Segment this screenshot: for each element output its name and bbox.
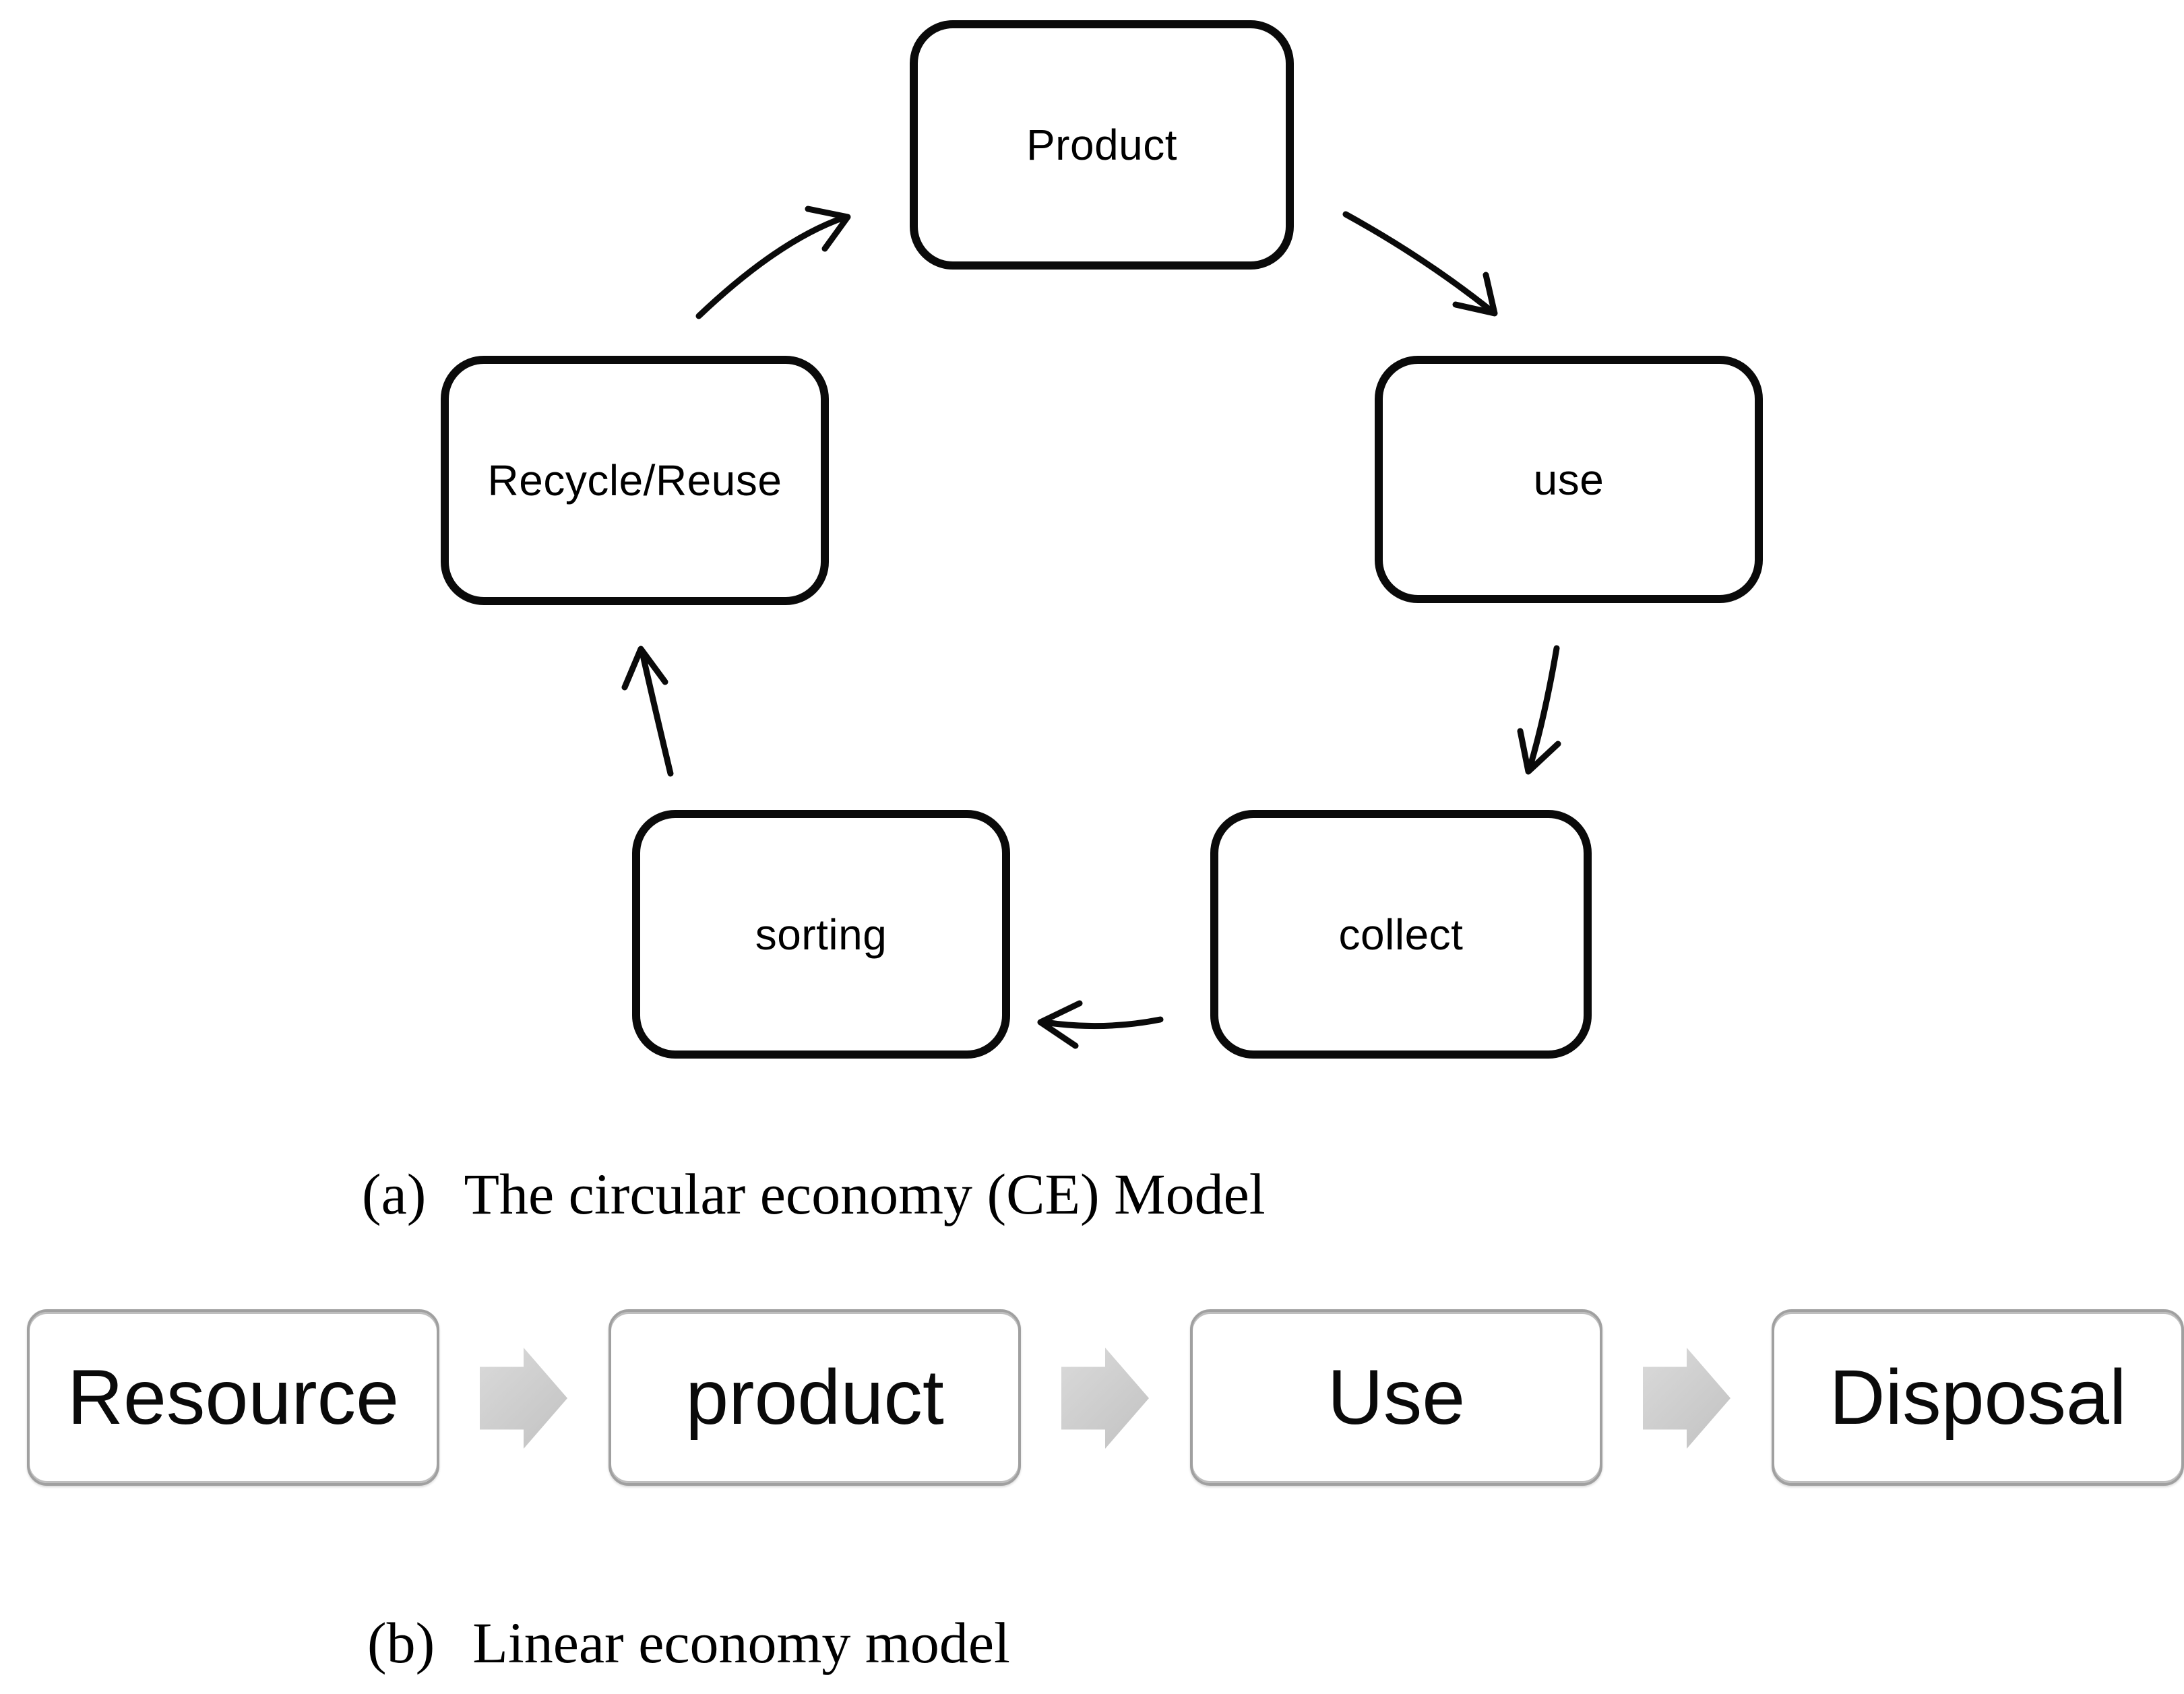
right-block-arrow-icon <box>1061 1348 1149 1449</box>
node-sorting-label: sorting <box>755 910 887 959</box>
node-use-label: use <box>1533 455 1604 504</box>
step-product-label: product <box>685 1354 944 1441</box>
arrow-use-to-collect-icon <box>1517 645 1561 775</box>
caption-b-index: (b) <box>367 1610 435 1675</box>
node-recycle-reuse: Recycle/Reuse <box>441 356 829 605</box>
caption-panel-a: (a) The circular economy (CE) Model <box>362 1160 1266 1228</box>
node-product-label: Product <box>1026 121 1178 169</box>
arrow-product-to-use-icon <box>1342 211 1498 317</box>
caption-panel-b: (b) Linear economy model <box>367 1609 1010 1676</box>
step-disposal-label: Disposal <box>1829 1354 2127 1441</box>
node-collect-label: collect <box>1338 910 1464 959</box>
step-use: Use <box>1190 1309 1602 1486</box>
step-resource: Resource <box>27 1309 439 1486</box>
right-block-arrow-icon <box>1643 1348 1730 1449</box>
node-recycle-reuse-label: Recycle/Reuse <box>487 456 782 505</box>
right-block-arrow-icon <box>480 1348 567 1449</box>
caption-b-text: Linear economy model <box>472 1610 1010 1675</box>
node-sorting: sorting <box>632 810 1010 1059</box>
arrow-sorting-to-recycle-icon <box>621 646 674 777</box>
caption-a-text: The circular economy (CE) Model <box>464 1162 1266 1226</box>
step-disposal: Disposal <box>1772 1309 2184 1486</box>
arrow-collect-to-sorting-icon <box>1037 1000 1164 1049</box>
arrow-recycle-to-product-icon <box>695 206 851 319</box>
node-use: use <box>1375 356 1763 603</box>
caption-a-index: (a) <box>362 1162 427 1226</box>
step-resource-label: Resource <box>67 1354 400 1441</box>
step-use-label: Use <box>1327 1354 1466 1441</box>
node-collect: collect <box>1210 810 1592 1059</box>
node-product: Product <box>910 20 1294 270</box>
step-product: product <box>609 1309 1021 1486</box>
